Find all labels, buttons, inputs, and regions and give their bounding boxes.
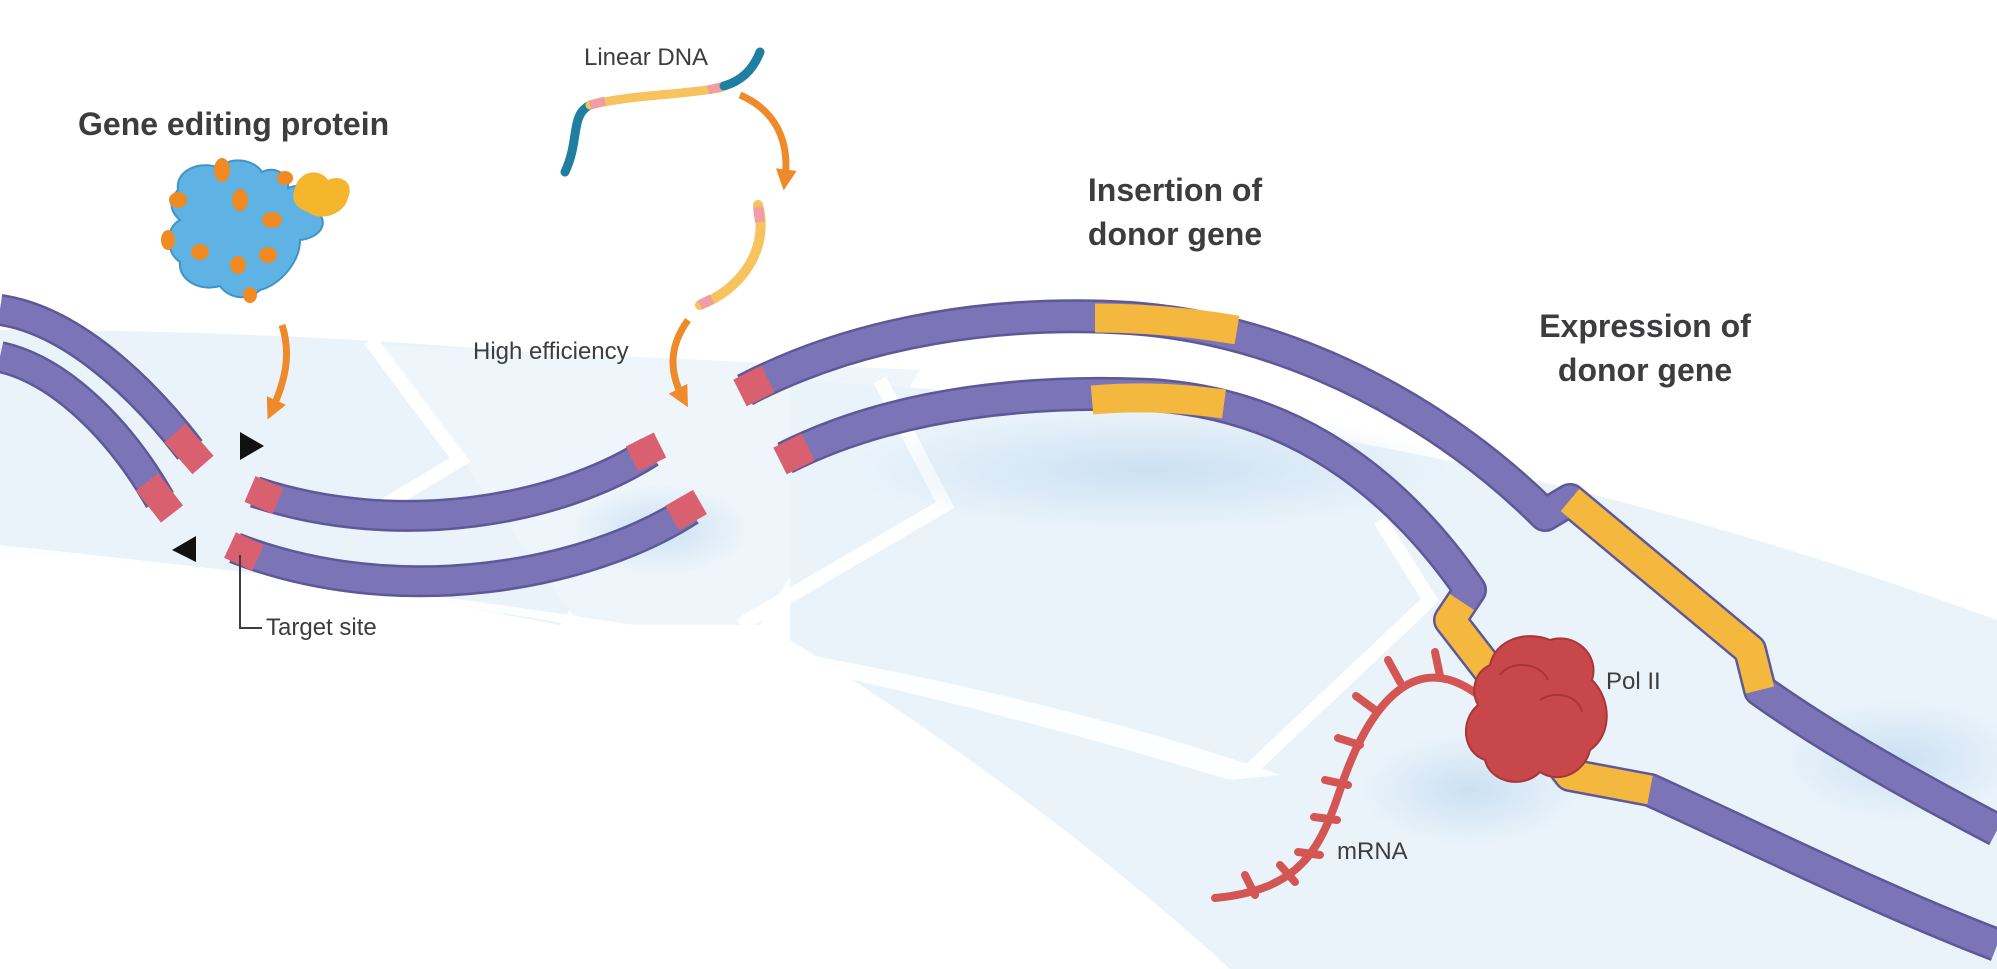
background-band [0,330,1997,969]
cut-site-triangle-upper [240,432,264,460]
arrow-protein-to-target [266,323,291,420]
label-insertion-line2: donor gene [1087,216,1263,252]
linear-dna-fragment [695,200,766,310]
label-insertion-of-donor-gene: Insertion of donor gene [1055,168,1295,256]
dna-strand-left-upper [0,294,214,475]
dna-strand-middle-upper [244,432,667,532]
dna-strand-left-lower [0,341,184,523]
cut-site-triangle-lower [172,536,196,562]
arrow-high-efficiency [668,317,691,408]
label-expression-of-donor-gene: Expression of donor gene [1520,304,1770,392]
mrna-strand [1211,648,1494,902]
gene-editing-protein-icon [161,158,350,303]
linear-dna [560,47,765,177]
pol-ii-icon [1464,635,1608,783]
dna-strand-right-upper [733,299,1997,846]
label-high-efficiency: High efficiency [473,338,629,365]
label-insertion-line1: Insertion of [1087,172,1263,208]
arrow-to-fragment [738,91,797,191]
label-linear-dna: Linear DNA [584,44,709,71]
dna-strand-middle-lower [224,489,707,598]
target-site-leader [239,555,262,629]
label-gene-editing-protein: Gene editing protein [78,106,390,142]
label-mrna: mRNA [1337,838,1408,865]
label-pol-ii: Pol II [1606,668,1661,695]
label-target-site: Target site [266,614,377,641]
label-expression-line2: donor gene [1557,352,1733,388]
label-expression-line1: Expression of [1539,308,1751,344]
